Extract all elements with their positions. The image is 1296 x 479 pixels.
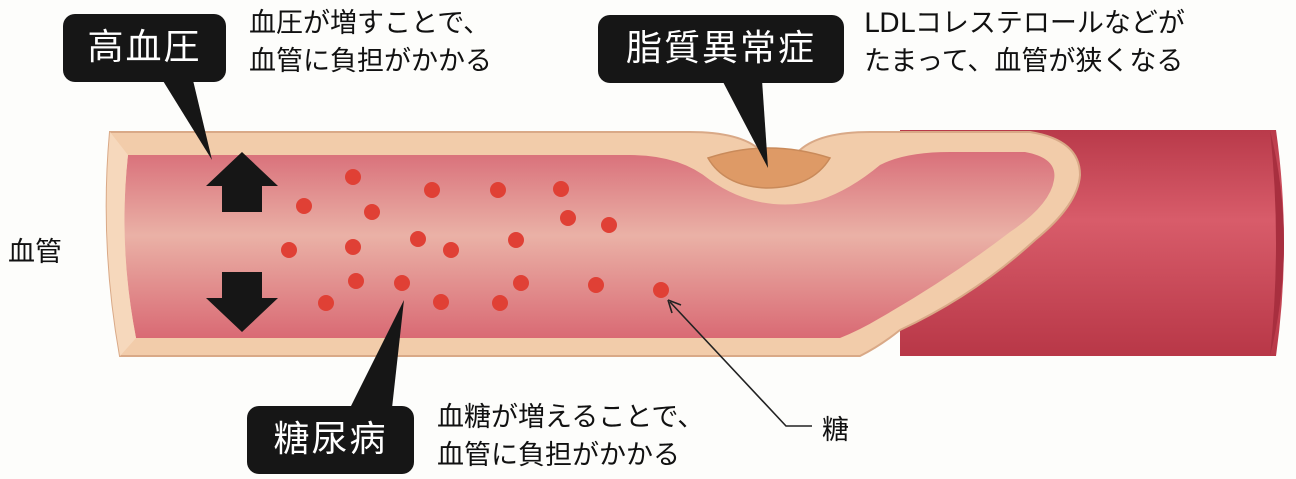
- diabetes-desc-line1: 血糖が増えることで、: [437, 402, 705, 433]
- sugar-dot: [296, 198, 312, 214]
- sugar-dot: [410, 231, 426, 247]
- dyslipidemia-label: 脂質異常症: [598, 15, 844, 83]
- pressure-up-arrow: [206, 152, 278, 212]
- sugar-dot: [653, 282, 669, 298]
- sugar-dots: [281, 169, 669, 311]
- sugar-dot: [601, 217, 617, 233]
- sugar-dot: [560, 210, 576, 226]
- vessel-opening-rim: [106, 132, 136, 356]
- sugar-dot: [364, 204, 380, 220]
- sugar-dot: [492, 295, 508, 311]
- sugar-dot: [348, 273, 364, 289]
- diabetes-label: 糖尿病: [247, 406, 414, 474]
- diabetes-description: 血糖が増えることで、 血管に負担がかかる: [437, 399, 704, 475]
- hypertension-desc-line2: 血管に負担がかかる: [249, 46, 492, 77]
- diabetes-desc-line2: 血管に負担がかかる: [437, 440, 680, 471]
- sugar-dot: [345, 169, 361, 185]
- sugar-leader-line: [669, 301, 812, 427]
- vessel-end-cap: [1270, 130, 1284, 356]
- sugar-dot: [424, 182, 440, 198]
- diabetes-callout-tail: [350, 300, 404, 408]
- sugar-dot: [490, 182, 506, 198]
- vessel-label: 血管: [8, 237, 62, 268]
- sugar-dot: [443, 242, 459, 258]
- dyslipidemia-desc-line2: たまって、血管が狭くなる: [864, 46, 1184, 77]
- vessel-lumen: [124, 152, 1055, 338]
- sugar-dot: [513, 275, 529, 291]
- sugar-dot: [508, 232, 524, 248]
- sugar-label: 糖: [822, 415, 849, 446]
- hypertension-label: 高血圧: [63, 14, 226, 82]
- sugar-dot: [318, 295, 334, 311]
- sugar-dot: [553, 181, 569, 197]
- sugar-dot: [433, 294, 449, 310]
- dyslipidemia-callout-tail: [722, 80, 768, 168]
- pressure-down-arrow: [206, 272, 278, 332]
- sugar-dot: [281, 242, 297, 258]
- sugar-dot: [588, 277, 604, 293]
- sugar-dot: [394, 275, 410, 291]
- dyslipidemia-desc-line1: LDLコレステロールなどが: [864, 8, 1185, 39]
- sugar-leader-arrowhead: [667, 299, 682, 314]
- dyslipidemia-description: LDLコレステロールなどが たまって、血管が狭くなる: [864, 5, 1185, 81]
- hypertension-callout-tail: [160, 76, 212, 160]
- hypertension-description: 血圧が増すことで、 血管に負担がかかる: [249, 5, 492, 81]
- sugar-dot: [345, 239, 361, 255]
- hypertension-desc-line1: 血圧が増すことで、: [249, 8, 491, 39]
